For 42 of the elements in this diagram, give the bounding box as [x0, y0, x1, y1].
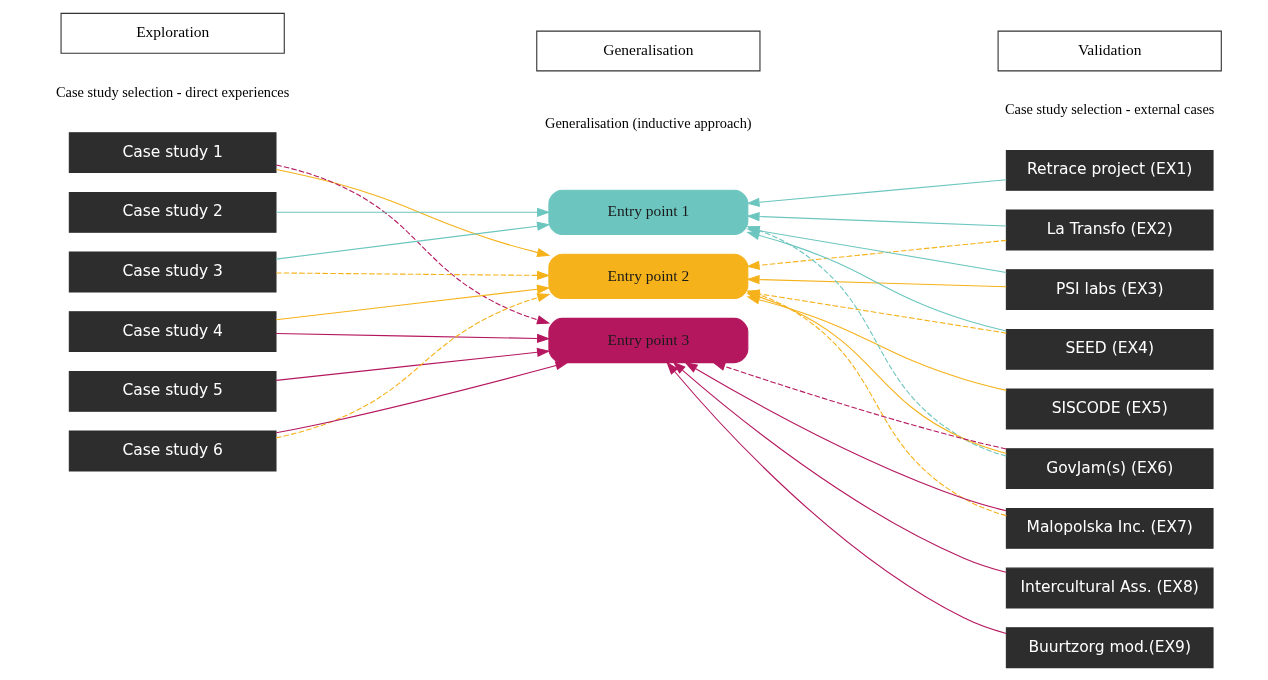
arrow	[746, 178, 1007, 207]
node-box: Case study 3	[68, 251, 277, 292]
node-box: Case study 4	[68, 310, 277, 352]
arrow	[672, 361, 1007, 573]
node-box: Validation	[997, 30, 1222, 71]
node-box: PSI labs (EX3)	[1005, 268, 1214, 310]
node-box: Entry point 1	[548, 189, 749, 235]
node-box: Exploration	[60, 12, 285, 54]
arrow	[275, 270, 551, 280]
node-box: GovJam(s) (EX6)	[1005, 447, 1214, 489]
label: Case study selection - direct experiences	[56, 83, 290, 100]
node-box: Intercultural Ass. (EX8)	[1005, 567, 1214, 608]
arrow	[746, 211, 1007, 227]
node-box: Entry point 2	[548, 253, 749, 299]
node-box: SISCODE (EX5)	[1005, 388, 1214, 429]
node-box: Case study 6	[68, 430, 277, 471]
arrow	[275, 347, 551, 381]
node-box: Case study 1	[68, 131, 277, 173]
arrow	[275, 332, 551, 343]
arrow	[275, 168, 551, 257]
arrow	[275, 360, 569, 433]
arrow	[666, 360, 1007, 634]
node-box: SEED (EX4)	[1005, 328, 1214, 370]
arrow	[746, 239, 1007, 270]
arrow	[275, 292, 551, 438]
arrow	[275, 284, 551, 320]
node-box: Generalisation	[536, 30, 761, 71]
arrow	[275, 207, 551, 217]
node-box: Malopolska Inc. (EX7)	[1005, 507, 1214, 549]
label: Case study selection - external cases	[1005, 100, 1215, 117]
node-box: La Transfo (EX2)	[1005, 209, 1214, 250]
node-box: Buurtzorg mod.(EX9)	[1005, 626, 1214, 668]
node-box: Retrace project (EX1)	[1005, 149, 1214, 191]
arrow	[275, 221, 551, 260]
arrow	[275, 163, 551, 324]
arrow	[684, 361, 1007, 511]
node-box: Case study 5	[68, 370, 277, 412]
label: Generalisation (inductive approach)	[545, 114, 752, 131]
node-box: Entry point 3	[548, 317, 749, 363]
arrow	[746, 274, 1007, 287]
node-box: Case study 2	[68, 191, 277, 233]
arrow	[712, 361, 1007, 449]
